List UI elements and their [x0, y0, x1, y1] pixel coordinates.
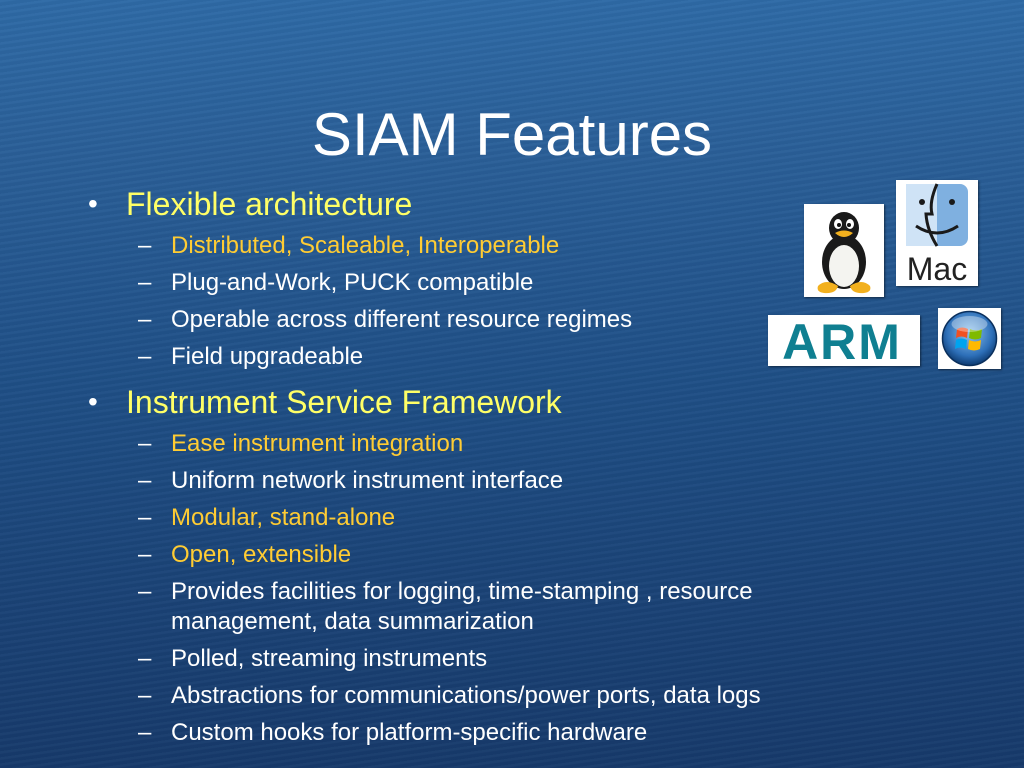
windows-logo-icon [938, 308, 1001, 369]
bullet-flexible-architecture: • Flexible architecture [88, 184, 1024, 224]
sub-bullet-text: Field upgradeable [171, 343, 364, 370]
dash-icon: – [138, 269, 152, 296]
sub-bullet: –Open, extensible [138, 540, 871, 570]
sub-bullet: –Provides facilities for logging, time-s… [138, 577, 871, 637]
dash-icon: – [138, 467, 152, 494]
sub-bullet: –Modular, stand-alone [138, 503, 871, 533]
sub-bullet-text: Operable across different resource regim… [171, 306, 633, 333]
dash-icon: – [138, 541, 152, 568]
arm-logo-label: ARM [782, 315, 902, 366]
bullet-instrument-service-framework: • Instrument Service Framework [88, 382, 1024, 422]
sub-bullet-text: Abstractions for communications/power po… [171, 682, 761, 709]
sub-bullet: –Polled, streaming instruments [138, 644, 871, 674]
sub-bullet: –Abstractions for communications/power p… [138, 681, 871, 711]
linux-tux-icon [804, 204, 884, 297]
sub-bullet-text: Plug-and-Work, PUCK compatible [171, 269, 534, 296]
bullet-heading: Flexible architecture [126, 186, 413, 222]
arm-logo-icon: ARM [768, 314, 920, 370]
bullet-heading: Instrument Service Framework [126, 384, 562, 420]
mac-logo-label: Mac [907, 251, 967, 286]
sub-bullet: –Plug-and-Work, PUCK compatible [138, 268, 871, 298]
dash-icon: – [138, 343, 152, 370]
bullet-icon: • [88, 386, 98, 417]
sub-bullet: –Field upgradeable [138, 342, 871, 372]
slide-title: SIAM Features [311, 101, 713, 168]
sub-bullet: –Uniform network instrument interface [138, 466, 871, 496]
sub-bullet: –Operable across different resource regi… [138, 305, 871, 335]
sub-bullet-text: Distributed, Scaleable, Interoperable [171, 232, 560, 259]
sub-bullet-text: Uniform network instrument interface [171, 467, 564, 494]
bullet-icon: • [88, 188, 98, 219]
sub-bullet-text: Polled, streaming instruments [171, 645, 488, 672]
sub-bullet-text: Ease instrument integration [171, 430, 464, 457]
bullet-list: • Flexible architecture –Distributed, Sc… [0, 180, 1024, 748]
sub-bullet-text: Custom hooks for platform-specific hardw… [171, 719, 648, 746]
mac-finder-icon: Mac [896, 180, 978, 287]
sub-bullet-text: Modular, stand-alone [171, 504, 396, 531]
dash-icon: – [138, 578, 152, 605]
sub-bullet: –Ease instrument integration [138, 429, 871, 459]
dash-icon: – [138, 504, 152, 531]
sub-bullet-text: Provides facilities for logging, time-st… [171, 578, 753, 635]
dash-icon: – [138, 719, 152, 746]
sub-bullet-text: Open, extensible [171, 541, 352, 568]
sub-bullet: –Custom hooks for platform-specific hard… [138, 718, 871, 748]
dash-icon: – [138, 232, 152, 259]
sub-bullet: –Distributed, Scaleable, Interoperable [138, 231, 871, 261]
dash-icon: – [138, 682, 152, 709]
dash-icon: – [138, 430, 152, 457]
dash-icon: – [138, 645, 152, 672]
dash-icon: – [138, 306, 152, 333]
